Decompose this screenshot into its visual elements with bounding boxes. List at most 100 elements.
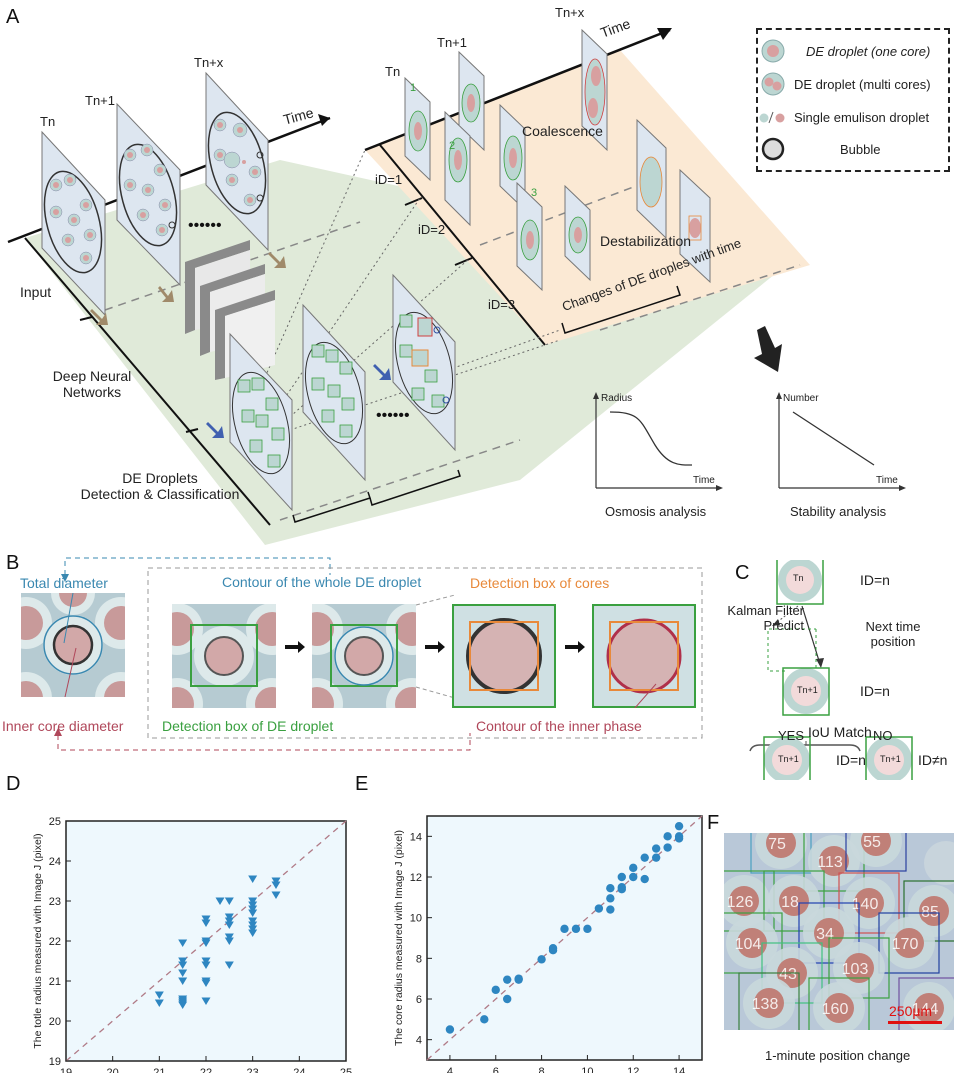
droplet-id: 43 (779, 966, 797, 983)
tracking-box (750, 833, 812, 874)
data-point (201, 957, 211, 965)
yes-label: YES (778, 728, 805, 743)
tracking-box (738, 972, 800, 1030)
data-point (178, 977, 188, 985)
id-3-label: iD=3 (488, 297, 516, 312)
y-axis-label: The totle radius measured with Image J (… (32, 833, 44, 1048)
osmosis-plot (593, 392, 723, 491)
x-tick-label: 23 (247, 1067, 259, 1073)
data-point (651, 853, 661, 862)
data-point (594, 904, 604, 913)
tn-droplet (776, 560, 824, 605)
y-tick-label: 12 (410, 872, 422, 884)
legend-item: DE droplet (one core) (758, 36, 948, 66)
total-diameter-label: Total diameter (20, 575, 108, 591)
data-point (606, 883, 615, 893)
data-point (663, 832, 672, 841)
stability-plot (776, 392, 906, 491)
panel-label-d: D (6, 773, 21, 795)
droplet-core (814, 918, 844, 948)
x-tick-label: 12 (627, 1066, 639, 1073)
data-point (178, 961, 188, 969)
iou-match-label: IoU Match (808, 724, 872, 740)
data-point (178, 1001, 188, 1009)
data-point (674, 821, 684, 831)
input-tn-label: Tn (40, 114, 56, 129)
x-tick-label: 4 (447, 1066, 453, 1073)
kalman-label: Kalman Filter Predict (727, 603, 804, 633)
x-tick-label: 6 (493, 1066, 499, 1073)
droplet-core (779, 886, 809, 916)
y-tick-label: 4 (416, 1035, 422, 1047)
y-tick-label: 14 (410, 831, 422, 843)
data-point (224, 933, 234, 941)
data-point (480, 1015, 489, 1024)
data-point (503, 975, 512, 984)
data-point (224, 897, 234, 905)
legend-item: Bubble (758, 134, 948, 164)
destabilization-label: Destabilization (600, 233, 692, 249)
data-point (201, 997, 211, 1005)
droplet-core (914, 993, 944, 1023)
data-point (248, 905, 258, 913)
droplet-image-diameters (21, 593, 125, 697)
tracking-box (808, 977, 870, 1030)
track-number-3: 3 (531, 187, 538, 199)
core-image-detection-box (452, 604, 556, 708)
osmosis-ylabel: Radius (601, 393, 633, 404)
x-tick-label: 19 (60, 1067, 72, 1073)
scale-bar (888, 1021, 942, 1024)
data-point (640, 874, 649, 884)
osmosis-curve (609, 411, 693, 466)
data-point (445, 1025, 455, 1034)
time-arrow-left (318, 114, 330, 126)
x-tick-label: 21 (153, 1067, 165, 1073)
tn1-droplet (782, 667, 830, 716)
y-tick-label: 23 (49, 896, 61, 908)
data-point (201, 961, 211, 969)
x-tick-label: 14 (673, 1066, 685, 1073)
data-point (617, 872, 626, 882)
panel-b-diagram (54, 557, 703, 751)
flow-arrows-blue (206, 364, 391, 438)
data-point (201, 979, 211, 987)
droplet-id: 103 (842, 961, 869, 978)
single-emulsion-droplet-icon (759, 111, 785, 124)
big-down-arrow (754, 326, 782, 372)
droplet-id: 34 (816, 926, 834, 943)
stability-ylabel: Number (783, 393, 819, 404)
panel-label-e: E (355, 773, 369, 795)
input-tn1-label: Tn+1 (85, 93, 115, 108)
data-point (271, 881, 281, 889)
detection-box-cores-label: Detection box of cores (470, 575, 610, 591)
svg-text:••••••: •••••• (376, 407, 410, 424)
tracking-box (878, 912, 940, 974)
droplet-id: 113 (817, 854, 843, 871)
data-point (201, 915, 211, 923)
data-point (651, 844, 661, 853)
data-point (154, 991, 164, 999)
flow-arrows-tan (90, 252, 286, 325)
panel-label-a: A (6, 6, 20, 28)
core-image-inner-contour (592, 604, 696, 708)
c-id-eq-top: ID=n (860, 572, 890, 588)
track-number-1: 1 (410, 82, 417, 94)
contour-inner-label: Contour of the inner phase (476, 718, 642, 734)
droplet-id: 160 (822, 1001, 849, 1018)
coalescence-label: Coalescence (522, 123, 603, 139)
track-tn-label: Tn (385, 64, 401, 79)
time-arrow-right (657, 28, 672, 40)
data-point (178, 969, 188, 977)
data-point (571, 924, 581, 934)
c-id-eq-mid: ID=n (860, 683, 890, 699)
data-point (537, 955, 546, 964)
y-tick-label: 24 (49, 856, 61, 868)
tracking-box (763, 870, 825, 932)
data-point (629, 872, 638, 882)
stage-axis (24, 237, 271, 526)
data-point (271, 877, 281, 885)
osmosis-title: Osmosis analysis (605, 504, 707, 519)
droplet-id: 126 (727, 894, 754, 911)
panel-label-c: C (735, 562, 750, 584)
